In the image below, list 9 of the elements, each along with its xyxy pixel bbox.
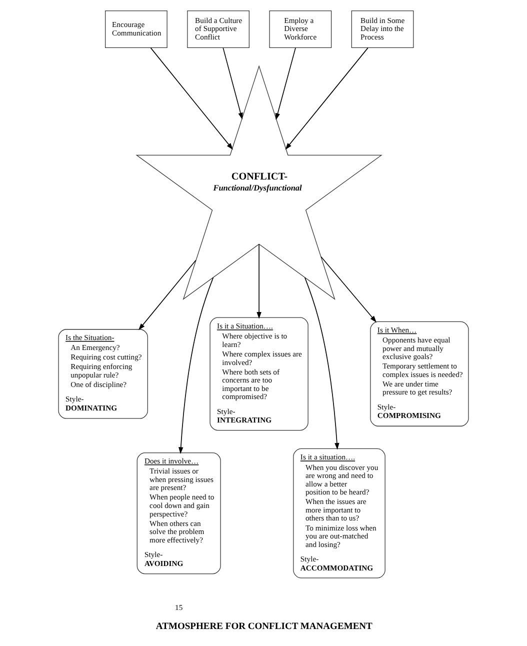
arrow	[222, 48, 243, 120]
arrow	[150, 48, 233, 150]
arrow	[275, 48, 296, 120]
arrow	[178, 277, 214, 454]
arrow	[304, 277, 340, 450]
arrow	[285, 48, 368, 150]
arrow	[138, 260, 196, 330]
caption: ATMOSPHERE FOR CONFLICT MANAGEMENT	[156, 620, 372, 632]
arrow	[320, 256, 377, 322]
